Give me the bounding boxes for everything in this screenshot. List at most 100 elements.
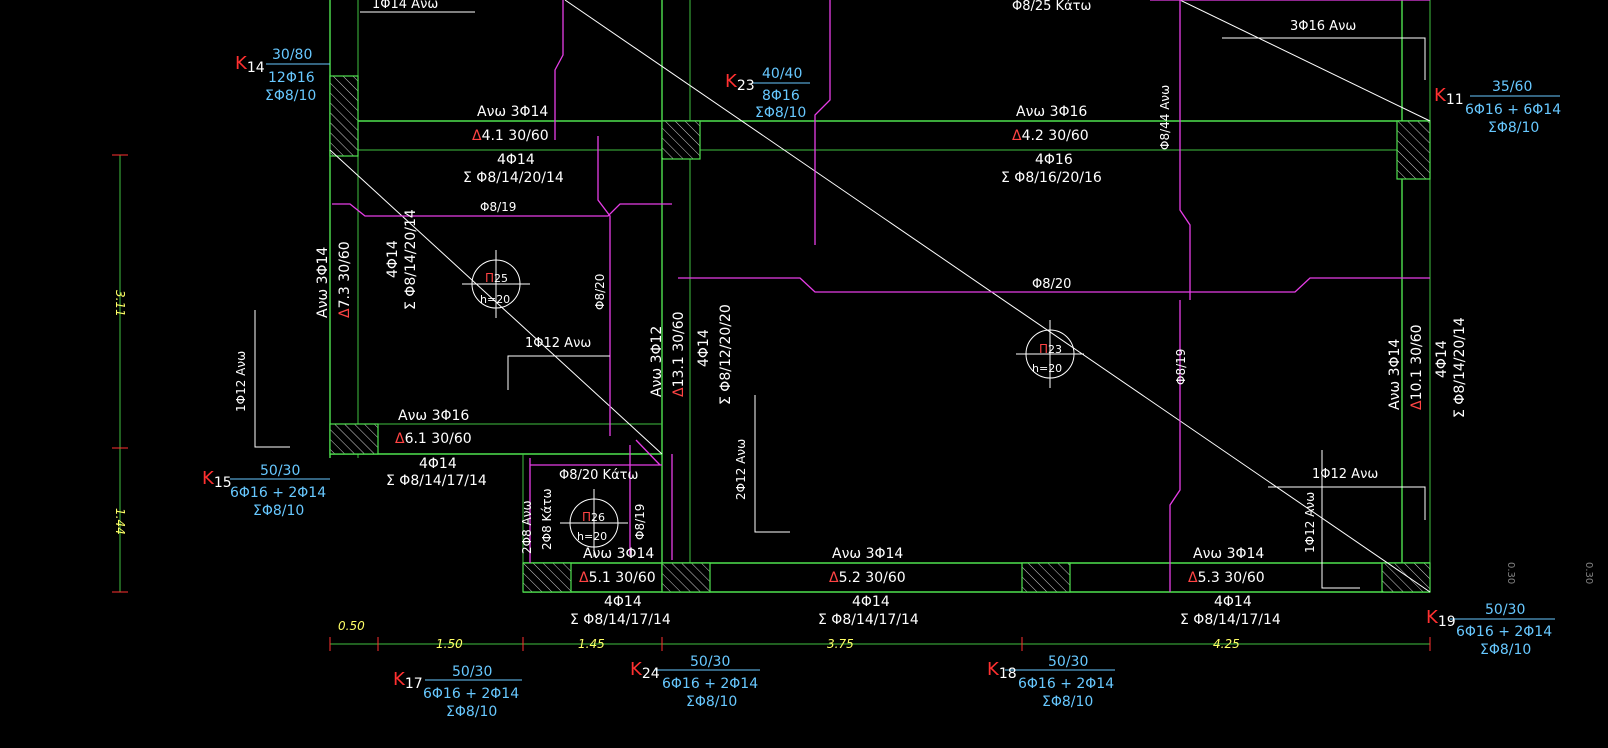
slab-p25-label: Π25 xyxy=(485,271,508,285)
beam-d6-1-stirrups: Σ Φ8/14/17/14 xyxy=(386,473,487,489)
svg-text:4Φ14: 4Φ14 xyxy=(696,329,712,367)
k14-bars: 12Φ16 xyxy=(268,70,315,86)
svg-text:Ανω 3Φ14: Ανω 3Φ14 xyxy=(1387,339,1403,410)
slab-p26-h: h=20 xyxy=(577,530,607,543)
k18-mark: K18 xyxy=(987,659,1017,682)
k19-bars: 6Φ16 + 2Φ14 xyxy=(1456,624,1552,640)
beam-d4-2-name: Δ4.2 30/60 xyxy=(1012,128,1089,144)
beam-d5-2-top: Ανω 3Φ14 xyxy=(832,546,903,562)
svg-text:Σ Φ8/14/20/14: Σ Φ8/14/20/14 xyxy=(1452,317,1468,418)
beam-d7-3-rebar: 4Φ14 Σ Φ8/14/20/14 xyxy=(385,209,419,310)
k11-stirrups: ΣΦ8/10 xyxy=(1488,120,1539,136)
beam-d5-1-name: Δ5.1 30/60 xyxy=(579,570,656,586)
beam-d5-1-top: Ανω 3Φ14 xyxy=(583,546,654,562)
rebar-label-top-right: 3Φ16 Ανω xyxy=(1290,19,1356,34)
rebar-label-1f12-right-vert: 1Φ12 Ανω xyxy=(1303,492,1317,553)
k11-bars: 6Φ16 + 6Φ14 xyxy=(1465,102,1561,118)
k19-mark: K19 xyxy=(1426,607,1456,630)
column-k24[interactable] xyxy=(661,562,711,593)
column-k11[interactable] xyxy=(1396,120,1431,180)
k17-stirrups: ΣΦ8/10 xyxy=(446,704,497,720)
slab-p23-label: Π23 xyxy=(1039,342,1062,356)
k15-stirrups: ΣΦ8/10 xyxy=(253,503,304,519)
beam-d6-1-name: Δ6.1 30/60 xyxy=(395,431,472,447)
k14-mark: K14 xyxy=(235,53,265,76)
beam-d5-1-bottom: 4Φ14 xyxy=(604,594,642,610)
beam-d4-1-stirrups: Σ Φ8/14/20/14 xyxy=(463,170,564,186)
beam-d5-3-name: Δ5.3 30/60 xyxy=(1188,570,1265,586)
beam-d5-2-bottom: 4Φ14 xyxy=(852,594,890,610)
beam-d4-2-stirrups: Σ Φ8/16/20/16 xyxy=(1001,170,1102,186)
rebar-label-f8-20-katw: Φ8/20 Κάτω xyxy=(559,468,638,483)
svg-text:4Φ14: 4Φ14 xyxy=(1434,340,1450,378)
rebar-label-1f12-right: 1Φ12 Ανω xyxy=(1312,467,1378,482)
rebar-hooks xyxy=(254,11,1426,589)
beam-d5-2-name: Δ5.2 30/60 xyxy=(829,570,906,586)
beam-d5-3-stirrups: Σ Φ8/14/17/14 xyxy=(1180,612,1281,628)
beam-d10-1: Ανω 3Φ14 Δ10.1 30/60 xyxy=(1387,324,1425,410)
beam-d4-1-bottom: 4Φ14 xyxy=(497,152,535,168)
dim-side-right-1: 0.30 xyxy=(1505,562,1516,584)
k24-bars: 6Φ16 + 2Φ14 xyxy=(662,676,758,692)
column-k19[interactable] xyxy=(1381,562,1431,593)
column-hatches xyxy=(329,75,1431,593)
dim-vertical-1: 3.11 xyxy=(113,290,127,317)
column-spec-underlines xyxy=(230,63,1560,681)
beam-d5-3-bottom: 4Φ14 xyxy=(1214,594,1252,610)
rebar-label-2f12: 2Φ12 Ανω xyxy=(734,439,748,500)
beam-d7-3: Ανω 3Φ14 Δ7.3 30/60 xyxy=(315,241,353,318)
dim-vertical-2: 1.44 xyxy=(113,508,127,535)
dim-horizontal-3: 1.45 xyxy=(578,637,605,651)
k14-size: 30/80 xyxy=(272,47,312,63)
k11-mark: K11 xyxy=(1434,85,1464,108)
beam-d5-3-top: Ανω 3Φ14 xyxy=(1193,546,1264,562)
beam-d5-1-stirrups: Σ Φ8/14/17/14 xyxy=(570,612,671,628)
dim-horizontal-5: 4.25 xyxy=(1213,637,1240,651)
rebar-label-f8-19-small: Φ8/19 xyxy=(633,504,647,540)
k14-stirrups: ΣΦ8/10 xyxy=(265,88,316,104)
rebar-label-top-left: 1Φ14 Ανω xyxy=(372,0,438,12)
column-k14[interactable] xyxy=(329,75,359,157)
slab-p25-h: h=20 xyxy=(480,293,510,306)
svg-text:Ανω 3Φ12: Ανω 3Φ12 xyxy=(649,326,665,397)
beam-d13-1-rebar: 4Φ14 Σ Φ8/12/20/20 xyxy=(696,304,734,405)
k23-size: 40/40 xyxy=(762,66,802,82)
rebar-label-f8-44: Φ8/44 Ανω xyxy=(1158,85,1172,150)
k19-stirrups: ΣΦ8/10 xyxy=(1480,642,1531,658)
rebar-label-f8-20-vert: Φ8/20 xyxy=(593,274,607,310)
k24-stirrups: ΣΦ8/10 xyxy=(686,694,737,710)
k15-mark: K15 xyxy=(202,468,232,491)
svg-text:Δ10.1 30/60: Δ10.1 30/60 xyxy=(1409,324,1425,410)
rebar-label-f8-19-right-vert: Φ8/19 xyxy=(1174,349,1188,385)
beam-d5-2-stirrups: Σ Φ8/14/17/14 xyxy=(818,612,919,628)
svg-text:Σ Φ8/12/20/20: Σ Φ8/12/20/20 xyxy=(718,304,734,405)
beam-d4-2-top: Ανω 3Φ16 xyxy=(1016,104,1087,120)
beam-d10-1-rebar: 4Φ14 Σ Φ8/14/20/14 xyxy=(1434,317,1468,418)
rebar-label-1f12-left-vert: 1Φ12 Ανω xyxy=(234,351,248,412)
k18-size: 50/30 xyxy=(1048,654,1088,670)
labels: K14 30/80 12Φ16 ΣΦ8/10 K23 40/40 8Φ16 ΣΦ… xyxy=(113,0,1594,720)
k24-mark: K24 xyxy=(630,659,660,682)
k17-mark: K17 xyxy=(393,669,423,692)
rebar-label-2f8-anw: 2Φ8 Ανω xyxy=(520,501,534,555)
k23-bars: 8Φ16 xyxy=(762,88,800,104)
column-k15[interactable] xyxy=(329,423,379,455)
rebar-lines xyxy=(332,0,1430,592)
k15-size: 50/30 xyxy=(260,463,300,479)
k11-size: 35/60 xyxy=(1492,79,1532,95)
rebar-label-f8-19-left: Φ8/19 xyxy=(480,200,516,214)
column-k23[interactable] xyxy=(661,120,701,160)
column-k17[interactable] xyxy=(522,562,572,593)
rebar-label-top-center: Φ8/25 Κάτω xyxy=(1012,0,1091,14)
column-k18[interactable] xyxy=(1021,562,1071,593)
svg-text:Δ13.1 30/60: Δ13.1 30/60 xyxy=(671,311,687,397)
dim-horizontal-2: 1.50 xyxy=(436,637,463,651)
k24-size: 50/30 xyxy=(690,654,730,670)
rebar-label-1f12-mid: 1Φ12 Ανω xyxy=(525,336,591,351)
beam-d4-2-bottom: 4Φ16 xyxy=(1035,152,1073,168)
dimension-ticks xyxy=(112,154,1431,651)
slab-markers xyxy=(462,250,1084,557)
k23-stirrups: ΣΦ8/10 xyxy=(755,105,806,121)
slab-p23-h: h=20 xyxy=(1032,362,1062,375)
